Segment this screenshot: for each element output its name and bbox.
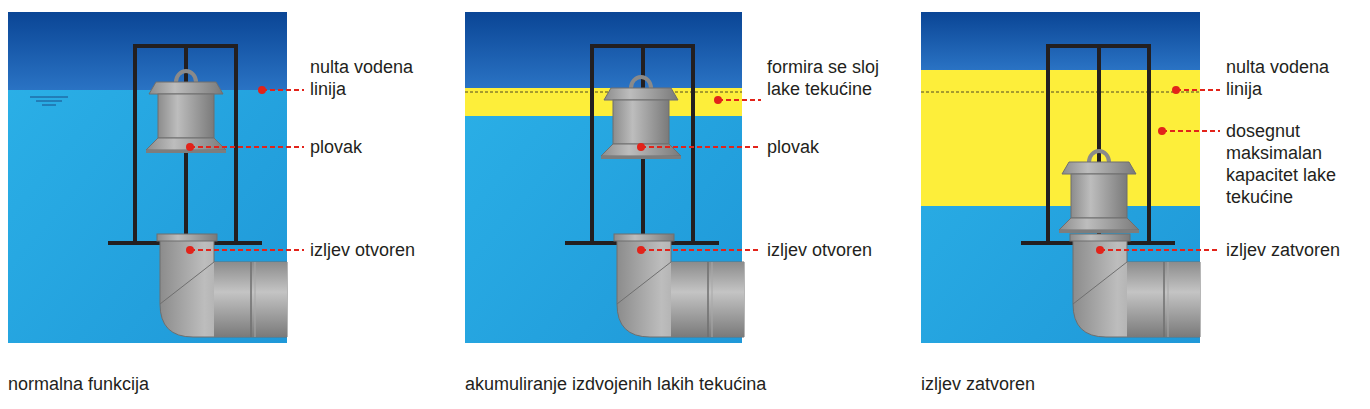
callout-label: plovak (767, 136, 819, 158)
callout-label: izljev otvoren (310, 239, 415, 261)
callout-label: izljev zatvoren (1226, 239, 1340, 261)
callout-label: nulta vodena linija (310, 56, 440, 100)
callout-label: nulta vodena linija (1226, 56, 1356, 100)
callout-label: plovak (310, 136, 362, 158)
panel-caption: normalna funkcija (8, 373, 149, 395)
callout-label: formira se sloj lake tekućine (767, 56, 917, 100)
panel-caption: akumuliranje izdvojenih lakih tekućina (465, 373, 766, 395)
panel-caption: izljev zatvoren (921, 373, 1035, 395)
callout-label: dosegnut maksimalan kapacitet lake tekuć… (1226, 120, 1361, 208)
callout-label: izljev otvoren (767, 239, 872, 261)
